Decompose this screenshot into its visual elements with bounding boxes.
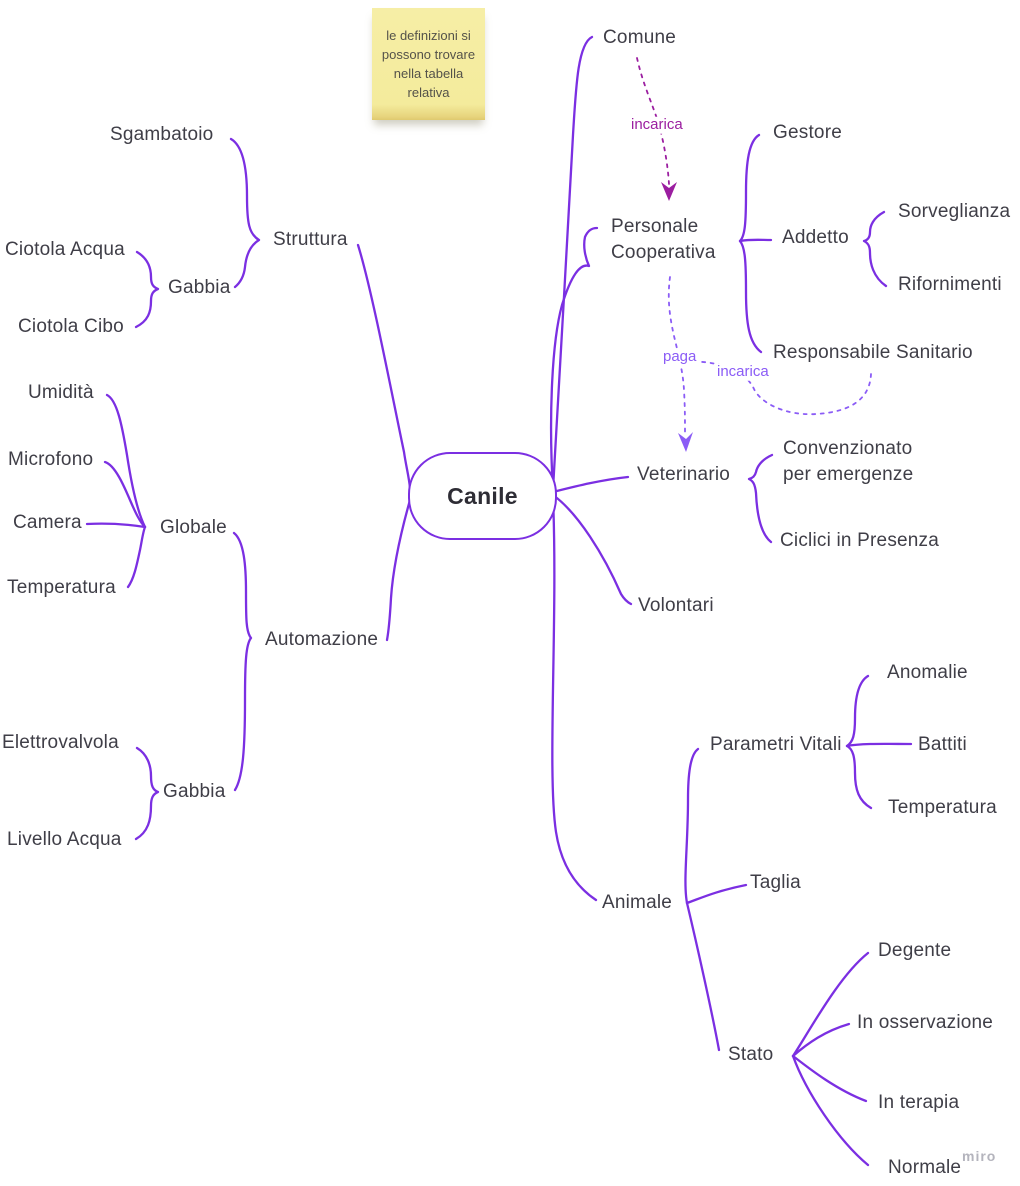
node-convenzionato[interactable]: Convenzionato per emergenze: [783, 437, 914, 485]
connector-canile-animale: [551, 495, 598, 902]
relation-label-incarica-comune[interactable]: incarica: [628, 116, 686, 134]
node-degente[interactable]: Degente: [878, 939, 952, 961]
brace-parametri-vitali: [845, 674, 873, 810]
connector-globale-microfono: [103, 460, 147, 529]
sticky-note-text: le definizioni si possono trovare nella …: [381, 28, 476, 100]
node-personale-cooperativa[interactable]: Personale Cooperativa: [611, 215, 716, 263]
connector-animale-taglia: [685, 883, 748, 905]
node-in-osservazione[interactable]: In osservazione: [857, 1011, 994, 1033]
connector-canile-volontari: [551, 493, 633, 606]
connector-globale-temperatura: [126, 525, 147, 589]
connector-animale-parametri: [684, 747, 700, 905]
node-microfono[interactable]: Microfono: [8, 448, 94, 470]
node-responsabile-sanitario[interactable]: Responsabile Sanitario: [773, 341, 973, 363]
node-temperatura-parametri[interactable]: Temperatura: [888, 796, 997, 818]
arrowhead-paga: [678, 432, 693, 452]
brace-gabbia-automazione: [134, 746, 160, 841]
node-animale[interactable]: Animale: [602, 891, 673, 913]
node-livello-acqua[interactable]: Livello Acqua: [7, 828, 122, 850]
connector-globale-camera: [85, 522, 147, 529]
node-struttura[interactable]: Struttura: [273, 228, 348, 250]
node-stato[interactable]: Stato: [728, 1043, 774, 1065]
connector-canile-personale: [549, 226, 599, 492]
node-parametri-vitali[interactable]: Parametri Vitali: [710, 733, 842, 755]
connector-animale-stato: [685, 901, 721, 1052]
connector-globale-umidita: [105, 393, 147, 529]
relation-incarica-responsabile-line: [686, 360, 872, 415]
connector-stato-degente: [791, 951, 870, 1058]
node-umidita[interactable]: Umidità: [28, 381, 94, 403]
connector-canile-comune: [551, 35, 594, 491]
brace-addetto: [862, 210, 888, 288]
node-ciotola-cibo[interactable]: Ciotola Cibo: [18, 315, 124, 337]
stub-parametri-battiti: [845, 742, 913, 748]
brace-veterinario: [747, 453, 774, 544]
node-comune[interactable]: Comune: [603, 26, 677, 48]
stub-personale-addetto: [738, 238, 773, 243]
root-node-canile[interactable]: Canile: [408, 452, 557, 540]
brace-personale: [738, 133, 763, 354]
node-addetto[interactable]: Addetto: [782, 226, 849, 248]
connector-canile-automazione: [385, 498, 412, 642]
relation-label-paga[interactable]: paga: [660, 348, 700, 366]
connector-canile-struttura: [356, 243, 412, 490]
connector-stato-terapia: [791, 1054, 868, 1103]
brace-struttura: [229, 137, 261, 289]
relation-label-incarica-responsabile[interactable]: incarica: [714, 363, 772, 381]
node-ciclici[interactable]: Ciclici in Presenza: [780, 529, 940, 551]
node-globale[interactable]: Globale: [160, 516, 227, 538]
brace-gabbia-struttura: [134, 250, 160, 329]
node-ciotola-acqua[interactable]: Ciotola Acqua: [5, 238, 125, 260]
miro-watermark: miro: [962, 1148, 997, 1164]
node-sgambatoio[interactable]: Sgambatoio: [110, 123, 214, 145]
connector-stato-osservazione: [791, 1022, 851, 1058]
node-in-terapia[interactable]: In terapia: [878, 1091, 960, 1113]
node-anomalie[interactable]: Anomalie: [887, 661, 968, 683]
node-rifornimenti[interactable]: Rifornimenti: [898, 273, 1002, 295]
node-battiti[interactable]: Battiti: [918, 733, 967, 755]
node-normale[interactable]: Normale: [888, 1156, 962, 1178]
node-automazione[interactable]: Automazione: [265, 628, 379, 650]
node-veterinario[interactable]: Veterinario: [637, 463, 731, 485]
node-gabbia-automazione[interactable]: Gabbia: [163, 780, 226, 802]
node-sorveglianza[interactable]: Sorveglianza: [898, 200, 1011, 222]
brace-automazione: [232, 531, 253, 792]
root-node-label: Canile: [447, 482, 518, 509]
node-volontari[interactable]: Volontari: [638, 594, 714, 616]
connector-stato-normale: [791, 1054, 870, 1167]
node-gestore[interactable]: Gestore: [773, 121, 842, 143]
node-gabbia-struttura[interactable]: Gabbia: [168, 276, 231, 298]
node-camera[interactable]: Camera: [13, 511, 82, 533]
node-temperatura-globale[interactable]: Temperatura: [7, 576, 116, 598]
node-elettrovalvola[interactable]: Elettrovalvola: [2, 731, 119, 753]
connector-canile-veterinario: [551, 475, 630, 494]
sticky-note[interactable]: le definizioni si possono trovare nella …: [372, 8, 485, 120]
arrowhead-incarica-comune: [661, 182, 677, 201]
node-taglia[interactable]: Taglia: [750, 871, 801, 893]
